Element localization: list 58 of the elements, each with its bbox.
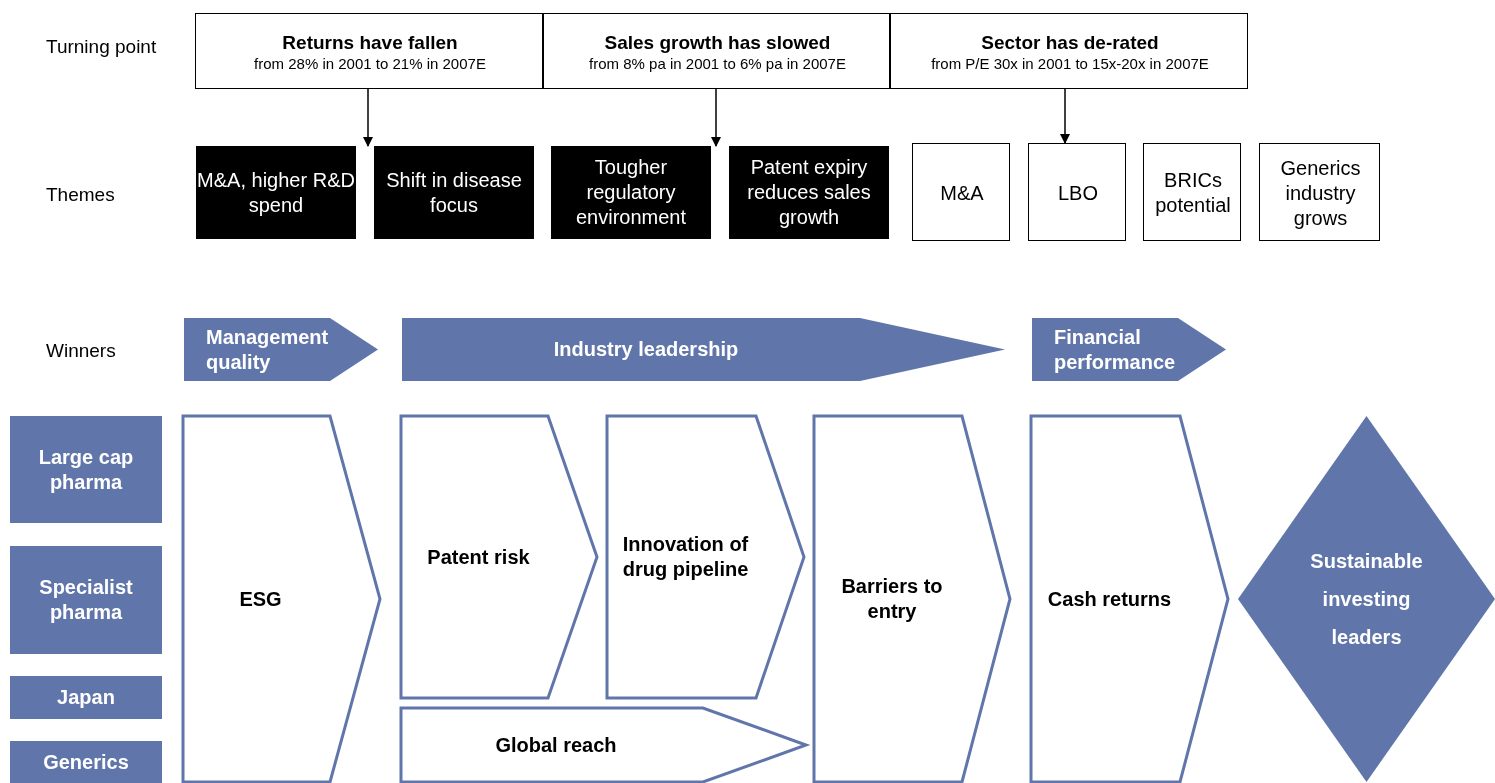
node-label: Management quality <box>206 324 330 375</box>
box-heading: Sector has de-rated <box>981 30 1159 55</box>
node-label: Industry leadership <box>553 337 739 362</box>
chevron-banner <box>1032 318 1226 381</box>
chevron-banner <box>402 318 1005 381</box>
chevron-panel <box>183 416 380 782</box>
row-label: Winners <box>46 340 116 362</box>
box-text: from 28% in 2001 to 21% in 2007E <box>254 54 486 74</box>
arrow <box>710 88 722 148</box>
theme-box <box>196 146 356 239</box>
node-label: LBO <box>1058 180 1098 206</box>
decision-diamond <box>1238 416 1495 782</box>
row-label: Themes <box>46 184 115 206</box>
arrow <box>1059 88 1071 145</box>
box-text: from P/E 30x in 2001 to 15x-20x in 2007E <box>931 54 1209 74</box>
segment-box <box>10 546 162 654</box>
box-heading: Sales growth has slowed <box>604 30 831 55</box>
node-label: Financial performance <box>1054 324 1177 375</box>
node-label: M&A, higher R&D spend <box>196 167 356 218</box>
chevron-panel <box>607 416 804 698</box>
node-label: Barriers to entry <box>840 574 944 624</box>
turning-point-box <box>195 13 543 89</box>
segment-box <box>10 676 162 719</box>
node-label: ESG <box>239 586 282 612</box>
segment-box <box>10 416 162 523</box>
theme-box <box>912 143 1010 241</box>
theme-box <box>551 146 711 239</box>
chevron-panel <box>401 416 597 698</box>
chevron-panel <box>814 416 1010 782</box>
row-label: Turning point <box>46 36 157 58</box>
node-label: Specialist pharma <box>38 575 134 625</box>
segment-box <box>10 741 162 783</box>
node-label: Generics <box>43 749 129 775</box>
node-label: Innovation of drug pipeline <box>621 532 750 582</box>
turning-point-box <box>543 13 890 89</box>
arrow <box>362 88 374 148</box>
theme-box <box>1259 143 1380 241</box>
node-label: Global reach <box>495 732 617 758</box>
node-label: Patent risk <box>427 544 530 570</box>
box-text: from 8% pa in 2001 to 6% pa in 2007E <box>589 54 846 74</box>
node-label: Patent expiry reduces sales growth <box>746 155 872 230</box>
node-label: Tougher regulatory environment <box>574 155 688 230</box>
theme-box <box>729 146 889 239</box>
chevron-banner <box>184 318 378 381</box>
box-heading: Returns have fallen <box>282 30 458 55</box>
node-label: M&A <box>940 180 984 206</box>
node-label: Large cap pharma <box>37 444 135 495</box>
node-label: Cash returns <box>1047 586 1172 612</box>
node-label: Shift in disease focus <box>385 167 523 218</box>
theme-box <box>1028 143 1126 241</box>
theme-box <box>374 146 534 239</box>
turning-point-box <box>890 13 1248 89</box>
node-label: BRICs potential <box>1154 168 1232 218</box>
theme-box <box>1143 143 1241 241</box>
node-label: Japan <box>57 685 115 710</box>
node-label: Sustainable investing leaders <box>1309 549 1424 650</box>
node-label: Generics industry grows <box>1279 155 1362 231</box>
chevron-panel <box>1031 416 1228 782</box>
